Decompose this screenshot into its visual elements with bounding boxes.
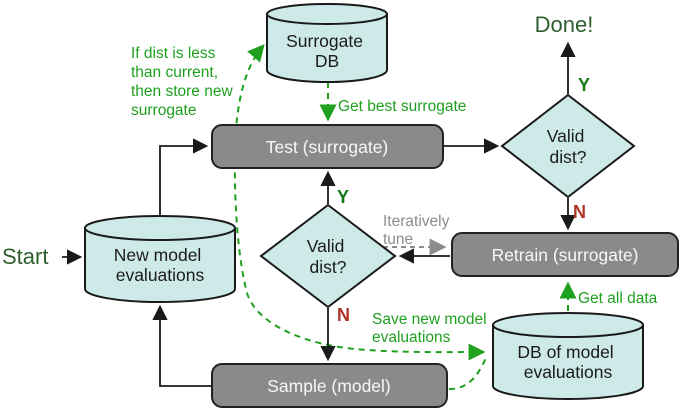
- edge-evaluations-to-test: [159, 138, 209, 216]
- no-label-mid: N: [337, 305, 350, 325]
- node-surrogate-db: Surrogate DB: [266, 3, 388, 83]
- node-valid-dist-mid: Valid dist?: [259, 203, 397, 309]
- save-new-evaluations-note: Save new model evaluations: [372, 311, 491, 346]
- svg-text:Valid dist?: Valid dist?: [307, 236, 350, 277]
- surrogate-db-label-line2: DB: [315, 51, 339, 71]
- valid-dist-mid-label-line2: dist?: [310, 257, 347, 277]
- edge-sample-to-evaluations: [152, 304, 212, 387]
- start-label: Start: [2, 244, 48, 269]
- edge-store-surrogate-and-save-evaluations: [233, 44, 486, 361]
- valid-dist-right-label-line1: Valid: [547, 126, 585, 146]
- node-valid-dist-right: Valid dist?: [500, 93, 636, 199]
- node-test-surrogate: Test (surrogate): [211, 124, 444, 169]
- edge-sample-to-db-evaluations: [448, 357, 487, 390]
- valid-dist-mid-label-line1: Valid: [307, 236, 345, 256]
- node-retrain-surrogate: Retrain (surrogate): [451, 232, 679, 277]
- yes-label-right: Y: [578, 75, 590, 95]
- node-sample-model: Sample (model): [211, 363, 448, 408]
- svg-text:Surrogate DB: Surrogate DB: [286, 31, 368, 71]
- svg-text:Valid dist?: Valid dist?: [547, 126, 590, 167]
- valid-dist-right-label-line2: dist?: [550, 147, 587, 167]
- new-model-evaluations-label-line1: New model: [114, 245, 202, 265]
- done-label: Done!: [535, 12, 594, 37]
- node-new-model-evaluations: New model evaluations: [84, 215, 236, 303]
- store-surrogate-note: If dist is less than current, then store…: [131, 45, 237, 119]
- retrain-surrogate-label: Retrain (surrogate): [492, 245, 639, 265]
- get-best-surrogate-note: Get best surrogate: [338, 98, 466, 115]
- svg-text:New model evaluations: New model evaluations: [114, 245, 206, 285]
- test-surrogate-label: Test (surrogate): [266, 137, 389, 157]
- get-all-data-note: Get all data: [578, 290, 658, 307]
- node-db-of-model-evaluations: DB of model evaluations: [492, 312, 644, 400]
- yes-label-mid: Y: [337, 187, 349, 207]
- new-model-evaluations-label-line2: evaluations: [116, 265, 205, 285]
- iteratively-tune-note: Iteratively tune: [383, 213, 454, 248]
- db-of-model-evaluations-label-line2: evaluations: [524, 362, 613, 382]
- sample-model-label: Sample (model): [267, 376, 391, 396]
- svg-text:DB of model evaluations: DB of model evaluations: [517, 342, 618, 382]
- no-label-right: N: [573, 202, 586, 222]
- db-of-model-evaluations-label-line1: DB of model: [517, 342, 613, 362]
- surrogate-db-label-line1: Surrogate: [286, 31, 363, 51]
